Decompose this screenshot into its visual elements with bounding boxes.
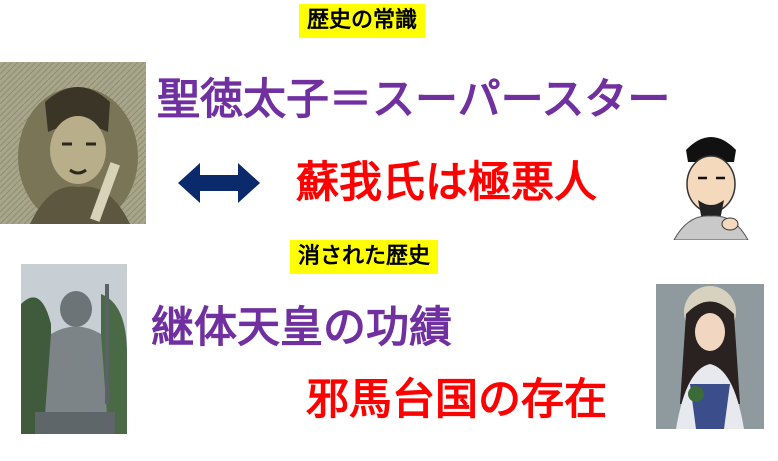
erased-history-tag: 消された歴史 bbox=[290, 240, 439, 274]
headline-prince-superstar: 聖徳太子＝スーパースター bbox=[157, 75, 671, 125]
double-headed-arrow-icon bbox=[178, 163, 260, 203]
emperor-statue-image bbox=[21, 264, 127, 434]
headline-yamatai-existence: 邪馬台国の存在 bbox=[306, 375, 607, 425]
headline-keitai-achievements: 継体天皇の功績 bbox=[151, 303, 452, 353]
banknote-portrait-image bbox=[0, 62, 146, 224]
headline-soga-villain: 蘇我氏は極悪人 bbox=[296, 158, 597, 208]
history-common-sense-tag: 歴史の常識 bbox=[299, 4, 426, 38]
cartoon-prince-image bbox=[668, 128, 754, 241]
queen-portrait-image bbox=[656, 284, 764, 429]
